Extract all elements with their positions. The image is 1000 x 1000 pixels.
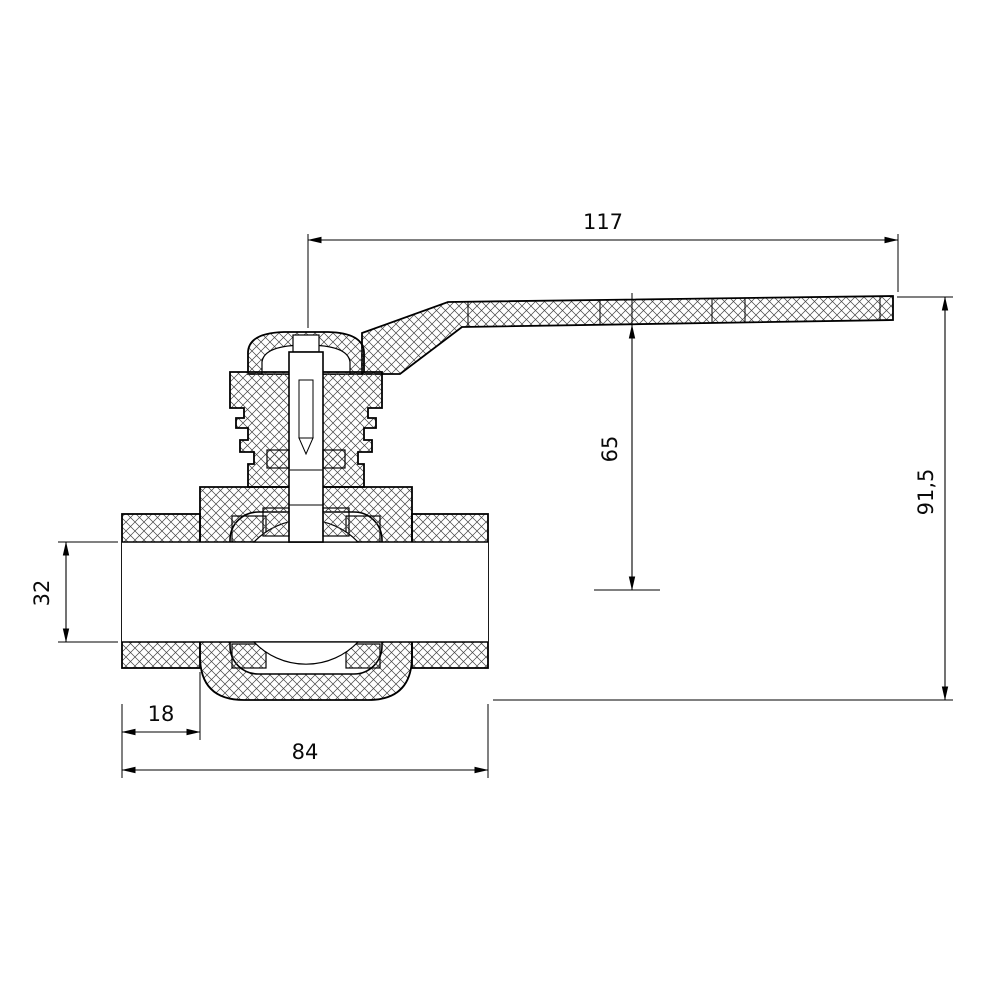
gland-right: [322, 449, 346, 469]
gland-left: [266, 449, 290, 469]
dim-label-65: 65: [598, 436, 622, 463]
dim-label-18: 18: [148, 702, 175, 726]
dim-label-32: 32: [30, 580, 54, 607]
dim-label-84: 84: [292, 740, 319, 764]
stem-flange-right: [322, 507, 350, 537]
dimension-socket-depth: 18: [121, 672, 201, 740]
dimension-axis-to-handle: 65: [594, 293, 660, 591]
dim-label-117: 117: [583, 210, 623, 234]
dimension-body-length: 84: [121, 704, 489, 778]
dimension-handle-span: 117: [307, 210, 899, 328]
stem-flange-left: [262, 507, 290, 537]
handle-lever: [361, 295, 894, 375]
stem-tip: [298, 437, 314, 456]
stem: [262, 334, 350, 543]
dimension-bore-diameter: 32: [30, 541, 118, 643]
dim-label-91-5: 91,5: [914, 469, 938, 516]
stem-head: [292, 334, 320, 353]
flow-bore: [122, 541, 488, 643]
dimension-overall-height: 91,5: [493, 296, 953, 701]
